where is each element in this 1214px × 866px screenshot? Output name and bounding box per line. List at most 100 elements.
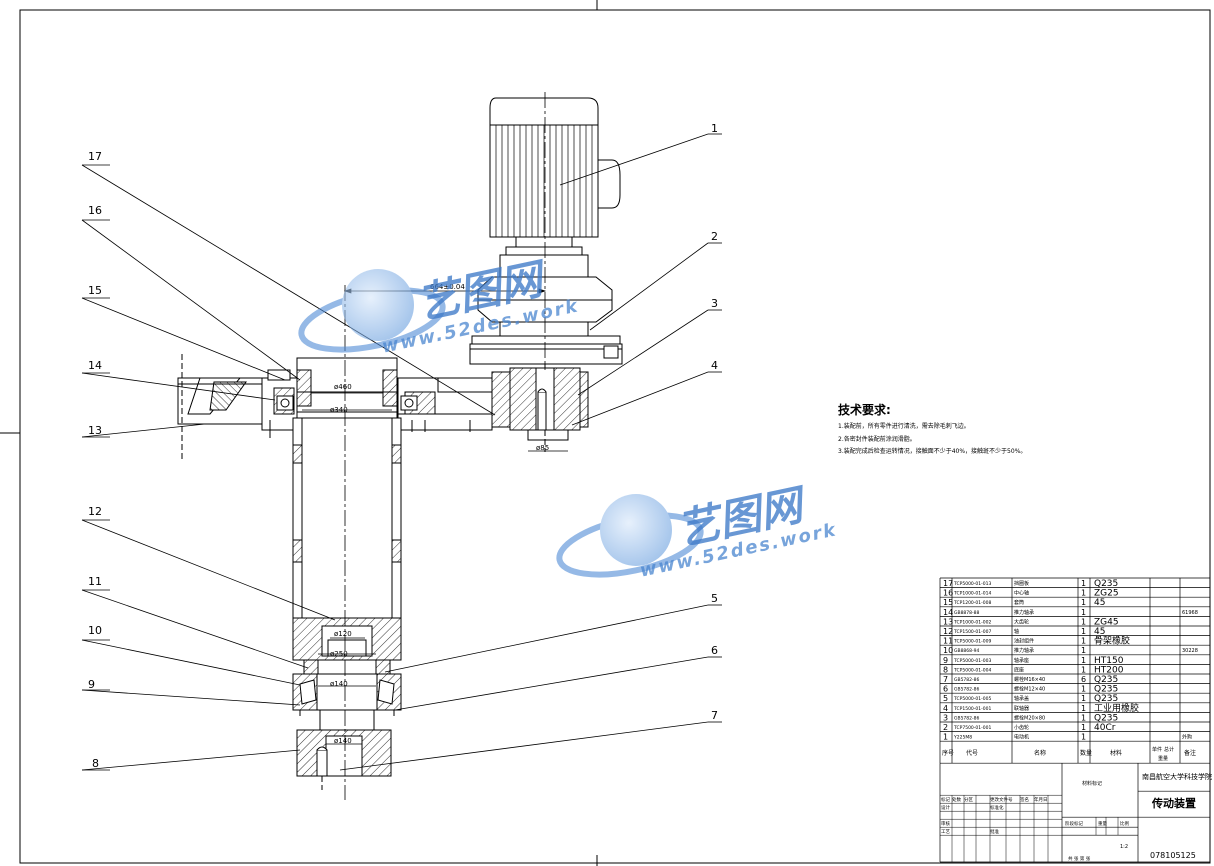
motor [489, 97, 621, 256]
title-cell: 重量 [1098, 820, 1107, 827]
title-school: 南昌航空大学科技学院 [1142, 772, 1212, 781]
dim-phi140b: ø140 [334, 737, 352, 745]
central-column [276, 357, 418, 790]
bom-row-code: GB5782-86 [954, 687, 980, 693]
bom-row-name: 挡圈板 [1014, 580, 1029, 587]
leader-lines [81, 133, 722, 771]
bom-header: 重量 [1158, 755, 1168, 762]
balloon-16: 16 [88, 204, 102, 217]
bom-header: 名称 [1034, 749, 1046, 757]
bom-row-code: TCP1200-01-008 [953, 600, 991, 606]
bom-row-material: Q235 [1094, 713, 1118, 723]
title-cell: 标记 [941, 796, 950, 803]
bom-row-name: 套筒 [1014, 599, 1024, 606]
balloon-13: 13 [88, 424, 102, 437]
bom-row-no: 7 [943, 675, 948, 684]
balloon-14: 14 [88, 359, 102, 372]
title-cell: 设计 [941, 804, 950, 811]
bom-row-remark: 61968 [1182, 610, 1198, 616]
balloon-8: 8 [92, 757, 99, 770]
bom-row-material: 45 [1094, 598, 1105, 608]
bom-row-qty: 6 [1081, 675, 1086, 684]
bom-row-qty: 1 [1081, 598, 1086, 607]
balloon-6: 6 [711, 644, 718, 657]
bom-row-code: GB8868-94 [954, 648, 980, 654]
bom-row-material: ZG25 [1094, 589, 1119, 599]
dim-top-span: 664±0.04 [430, 283, 465, 291]
bom-row-name: 推力轴承 [1014, 609, 1034, 616]
balloon-7: 7 [711, 709, 718, 722]
bom-row-no: 15 [943, 598, 953, 607]
bom-row-name: 螺栓M16×40 [1014, 676, 1045, 683]
bom-row-qty: 1 [1081, 665, 1086, 674]
bom-header: 总计 [1164, 746, 1174, 753]
bom-row-name: 轴 [1014, 628, 1019, 635]
bom-header: 单件 [1152, 746, 1162, 753]
bom-row-name: 螺栓M20×80 [1014, 714, 1045, 721]
title-cell: 审核 [941, 820, 950, 827]
dim-phi85: ø85 [536, 444, 549, 452]
center-lines [344, 92, 546, 800]
bom-row-material: HT150 [1094, 656, 1124, 666]
bom-row-name: 底座 [1014, 666, 1024, 673]
bom-row-no: 11 [943, 637, 953, 646]
title-cell: 标准化 [990, 804, 1004, 811]
bom-row-code: Y225M8 [953, 735, 972, 741]
bom-row-qty: 1 [1081, 704, 1086, 713]
bom-row-qty: 1 [1081, 608, 1086, 617]
bom-row-name: 螺栓M12×40 [1014, 686, 1045, 693]
bom-row-code: GB5782-86 [954, 715, 980, 721]
bom-row-material: ZG45 [1094, 617, 1119, 627]
bom-row-material: Q235 [1094, 579, 1118, 589]
bom-row-material: 45 [1094, 627, 1105, 637]
bom-row-material: Q235 [1094, 694, 1118, 704]
bom-row-qty: 1 [1081, 713, 1086, 722]
bom-row-material: 工业用橡胶 [1094, 702, 1139, 714]
bom-header: 备注 [1184, 749, 1196, 757]
dim-phi250: ø250 [330, 650, 348, 658]
dim-phi140: ø140 [330, 680, 348, 688]
bom-row-name: 推力轴承 [1014, 647, 1034, 654]
title-cell: 阶段标记 [1065, 820, 1083, 827]
bom-row-name: 大齿轮 [1014, 618, 1029, 625]
title-cell: 材料标记 [1082, 780, 1102, 787]
bom-row-code: TCP1000-01-002 [953, 619, 991, 625]
bom-row-code: TCP1500-01-001 [953, 706, 991, 712]
bom-row-material: 骨架橡胶 [1094, 635, 1130, 647]
bom-row-code: TCP1000-01-014 [953, 591, 991, 597]
balloon-9: 9 [88, 678, 95, 691]
dim-phi460: ø460 [334, 383, 352, 391]
bom-row-name: 电动机 [1014, 734, 1029, 741]
bom-row-code: TCP5000-01-009 [953, 639, 991, 645]
bom-row-no: 8 [943, 665, 948, 674]
reducer [469, 254, 623, 372]
bom-header: 材料 [1110, 749, 1122, 757]
bom-row-qty: 1 [1081, 694, 1086, 703]
title-cell: 签名 [1020, 796, 1029, 803]
title-cell: 分区 [964, 796, 973, 803]
bom-row-qty: 1 [1081, 646, 1086, 655]
bom-row-material: HT200 [1094, 665, 1124, 675]
bom-row-qty: 1 [1081, 637, 1086, 646]
bom-row-code: GB8878-88 [954, 610, 980, 616]
bom-row-qty: 1 [1081, 685, 1086, 694]
balloon-12: 12 [88, 505, 102, 518]
bom-row-no: 6 [943, 685, 948, 694]
bom-row-qty: 1 [1081, 617, 1086, 626]
title-scale: 1:2 [1120, 844, 1128, 850]
bom-row-no: 3 [943, 713, 948, 722]
dim-phi340: ø340 [330, 406, 348, 414]
bom-row-no: 14 [943, 608, 953, 617]
bom-row-code: TCP1500-01-007 [953, 629, 991, 635]
bom-row-code: TCP5000-01-003 [953, 658, 991, 664]
tech-requirements-title: 技术要求: [838, 403, 891, 417]
bom-row-no: 16 [943, 589, 953, 598]
balloon-4: 4 [711, 359, 718, 372]
bom-row-no: 1 [943, 733, 948, 742]
title-cell: 比例 [1120, 820, 1129, 827]
bom-row-material: Q235 [1094, 685, 1118, 695]
bom-row-name: 中心轴 [1014, 590, 1029, 597]
bom-row-no: 17 [943, 579, 953, 588]
